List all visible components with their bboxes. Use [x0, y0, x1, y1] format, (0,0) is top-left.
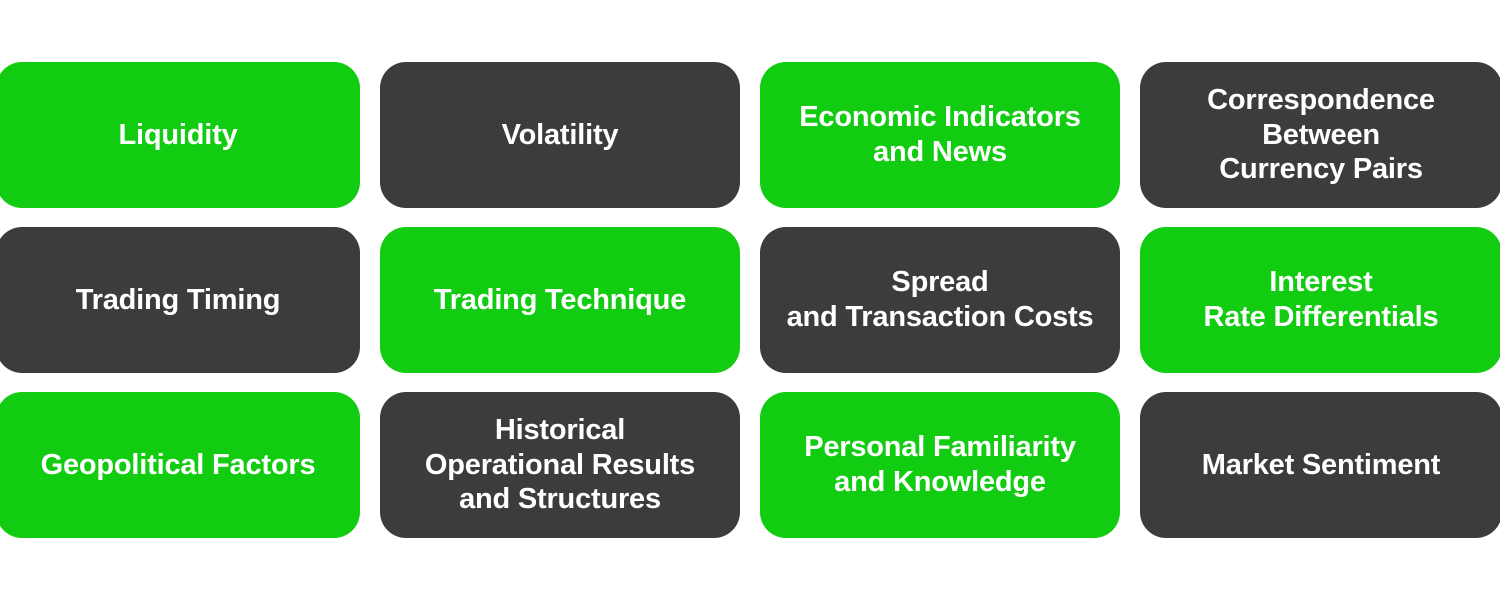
card-label-personal-familiarity: Personal Familiarity and Knowledge: [804, 431, 1076, 498]
card-grid: Liquidity Volatility Economic Indicators a…: [0, 62, 1500, 538]
card-label-interest-rate: Interest Rate Differentials: [1203, 266, 1439, 333]
card-trading-technique[interactable]: Trading Technique: [380, 227, 740, 373]
card-personal-familiarity[interactable]: Personal Familiarity and Knowledge: [760, 392, 1120, 538]
card-label-trading-technique: Trading Technique: [433, 283, 687, 316]
card-spread-costs[interactable]: Spread and Transaction Costs: [760, 227, 1120, 373]
card-label-trading-timing: Trading Timing: [75, 283, 281, 316]
card-label-historical-results: Historical Operational Results and Struc…: [424, 413, 696, 516]
card-liquidity[interactable]: Liquidity: [0, 62, 360, 208]
card-label-volatility: Volatility: [501, 118, 619, 151]
card-label-liquidity: Liquidity: [118, 118, 238, 151]
card-economic-indicators[interactable]: Economic Indicators and News: [760, 62, 1120, 208]
card-market-sentiment[interactable]: Market Sentiment: [1140, 392, 1500, 538]
card-label-economic-indicators: Economic Indicators and News: [799, 101, 1081, 168]
card-trading-timing[interactable]: Trading Timing: [0, 227, 360, 373]
card-geopolitical[interactable]: Geopolitical Factors: [0, 392, 360, 538]
card-volatility[interactable]: Volatility: [380, 62, 740, 208]
card-label-geopolitical: Geopolitical Factors: [40, 448, 316, 481]
card-interest-rate[interactable]: Interest Rate Differentials: [1140, 227, 1500, 373]
card-label-correspondence: Correspondence Between Currency Pairs: [1207, 83, 1435, 186]
card-correspondence[interactable]: Correspondence Between Currency Pairs: [1140, 62, 1500, 208]
card-label-market-sentiment: Market Sentiment: [1201, 448, 1441, 481]
card-label-spread-costs: Spread and Transaction Costs: [786, 266, 1094, 333]
card-historical-results[interactable]: Historical Operational Results and Struc…: [380, 392, 740, 538]
